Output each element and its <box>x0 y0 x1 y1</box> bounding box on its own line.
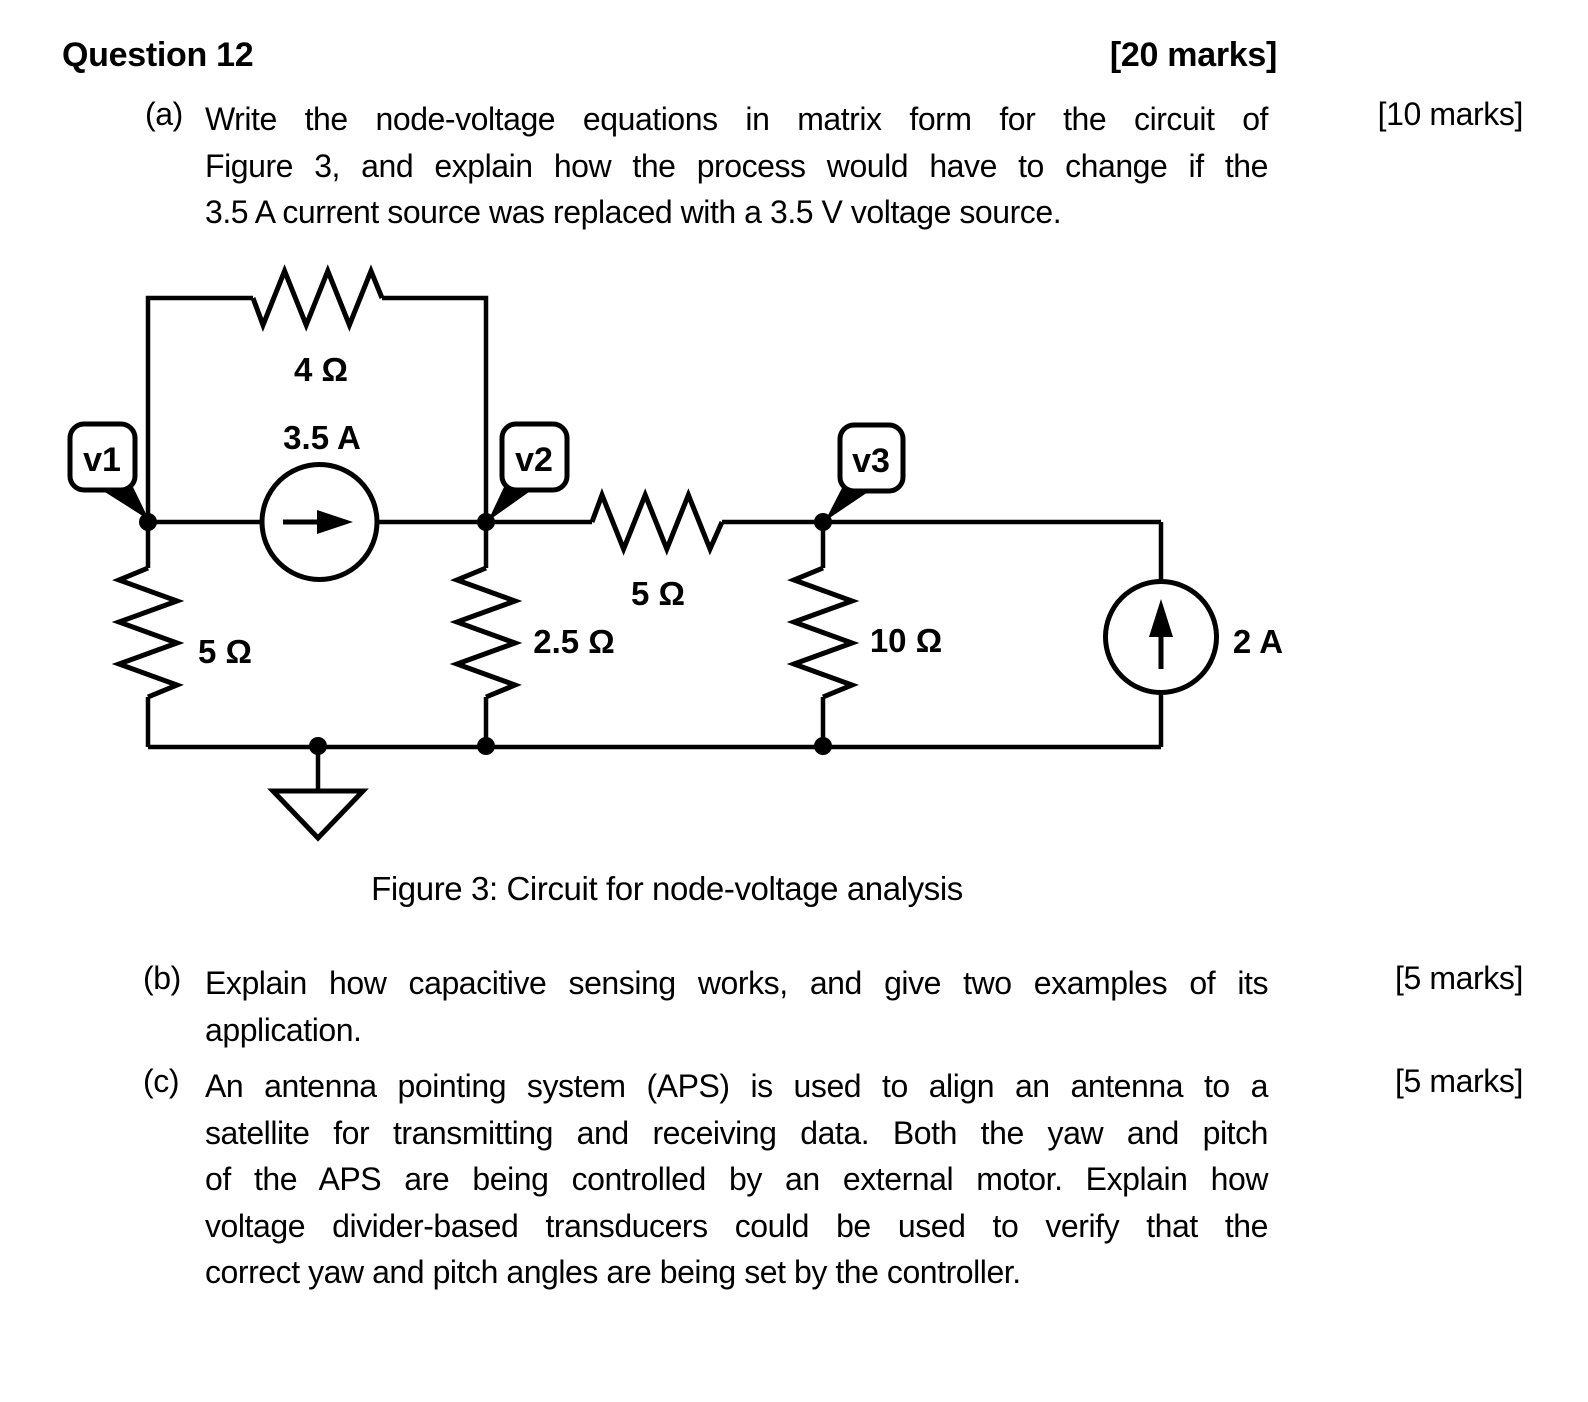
part-b-line: Explain how capacitive sensing works, an… <box>205 965 1268 1001</box>
part-c-line: correct yaw and pitch angles are being s… <box>205 1254 1021 1290</box>
part-c-line: of the APS are being controlled by an ex… <box>205 1161 1268 1197</box>
part-b-label: (b) <box>143 960 181 996</box>
part-b-line: application. <box>205 1011 362 1048</box>
label-2p5ohm: 2.5 Ω <box>533 623 615 660</box>
part-a-line: Write the node-voltage equations in matr… <box>205 101 1268 137</box>
resistor-4ohm-symbol <box>250 264 385 332</box>
node-callout-v3: v3 <box>825 422 906 521</box>
node-label-v2: v2 <box>515 441 553 479</box>
label-5ohm-series: 5 Ω <box>631 575 685 612</box>
part-a-line: Figure 3, and explain how the process wo… <box>205 147 1268 184</box>
ground-icon <box>267 788 369 842</box>
junction-dots <box>139 513 832 755</box>
part-a-marks: [10 marks] <box>1377 96 1524 132</box>
figure-caption: Figure 3: Circuit for node-voltage analy… <box>371 870 963 907</box>
part-c-marks: [5 marks] <box>1395 1063 1523 1099</box>
resistor-5ohm-series-symbol <box>589 488 725 556</box>
current-source-2A-symbol <box>1103 579 1219 695</box>
label-3p5A: 3.5 A <box>283 419 361 456</box>
part-c-line: An antenna pointing system (APS) is used… <box>205 1068 1268 1104</box>
question-title: Question 12 <box>62 36 254 74</box>
node-callout-v1: v1 <box>67 421 149 520</box>
part-c-text: An antenna pointing system (APS) is used… <box>205 1063 1268 1296</box>
resistor-2p5ohm-symbol <box>449 565 523 700</box>
part-a-label: (a) <box>145 96 183 132</box>
right-arrow-icon <box>317 510 353 534</box>
question-total-marks: [20 marks] <box>1109 36 1277 74</box>
node-callout-v2: v2 <box>488 421 570 521</box>
up-arrow-icon <box>1149 599 1173 637</box>
part-c-line: voltage divider-based transducers could … <box>205 1207 1268 1244</box>
label-4ohm: 4 Ω <box>294 351 348 388</box>
part-b-marks: [5 marks] <box>1395 960 1523 996</box>
resistor-5ohm-left-symbol <box>111 565 185 700</box>
part-a-line: 3.5 A current source was replaced with a… <box>205 194 1062 230</box>
resistor-10ohm-symbol <box>786 565 860 700</box>
part-c-label: (c) <box>143 1063 180 1099</box>
node-label-v1: v1 <box>83 441 121 479</box>
label-10ohm: 10 Ω <box>870 622 942 659</box>
label-5ohm-left: 5 Ω <box>198 633 252 670</box>
current-source-3p5A-symbol <box>259 462 380 582</box>
part-c-line: satellite for transmitting and receiving… <box>205 1114 1268 1151</box>
part-a-text: Write the node-voltage equations in matr… <box>205 96 1268 236</box>
label-2A: 2 A <box>1233 623 1283 660</box>
node-label-v3: v3 <box>852 442 890 480</box>
part-b-text: Explain how capacitive sensing works, an… <box>205 960 1268 1053</box>
